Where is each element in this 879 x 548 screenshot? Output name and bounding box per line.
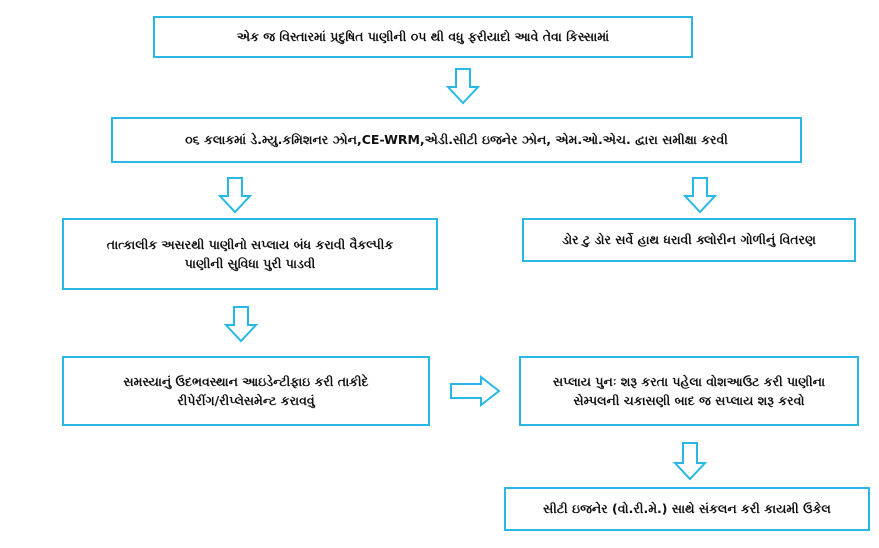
node-stop-supply-line2: પાણીની સુવિધા પુરી પાડવી bbox=[184, 256, 316, 271]
arrow-down-icon bbox=[672, 442, 708, 481]
node-review-text: ૦૬ કલાકમાં ડે.મ્યુ.કમિશનર ઝોન,CE-WRM,એડી… bbox=[185, 132, 728, 148]
arrow-down-icon bbox=[217, 177, 253, 214]
node-identify: સમસ્યાનું ઉદભવસ્થાન આઇડેન્ટીફાઇ કરી તાકી… bbox=[62, 356, 430, 426]
node-permanent: સીટી ઇજનેર (વો.રી.મે.) સાથે સંકલન કરી કા… bbox=[504, 487, 870, 531]
arrow-down-icon bbox=[223, 306, 259, 343]
node-resume: સપ્લાય પુનઃ શરૂ કરતા પહેલા વોશઆઉટ કરી પા… bbox=[519, 356, 859, 426]
node-top-complaints: એક જ વિસ્તારમાં પ્રદુષિત પાણીની ૦૫ થી વધ… bbox=[153, 16, 693, 58]
node-top-text: એક જ વિસ્તારમાં પ્રદુષિત પાણીની ૦૫ થી વધ… bbox=[236, 29, 610, 45]
node-chlorine-text: ડોર ટુ ડોર સર્વે હાથ ધરાવી ક્લોરીન ગોળીન… bbox=[562, 232, 816, 248]
node-review: ૦૬ કલાકમાં ડે.મ્યુ.કમિશનર ઝોન,CE-WRM,એડી… bbox=[111, 117, 802, 163]
arrow-down-icon bbox=[682, 177, 718, 214]
node-stop-supply-line1: તાત્કાલીક અસરથી પાણીનો સપ્લાય બંધ કરાવી … bbox=[106, 236, 394, 252]
node-resume-line1: સપ્લાય પુનઃ શરૂ કરતા પહેલા વોશઆઉટ કરી પા… bbox=[552, 373, 826, 389]
node-stop-supply: તાત્કાલીક અસરથી પાણીનો સપ્લાય બંધ કરાવી … bbox=[62, 218, 438, 290]
arrow-right-icon bbox=[450, 375, 501, 407]
node-identify-line2: રીપેરીંગ/રીપ્લેસમેન્ટ કરાવવું bbox=[177, 393, 315, 408]
node-chlorine: ડોર ટુ ડોર સર્વે હાથ ધરાવી ક્લોરીન ગોળીન… bbox=[522, 218, 856, 262]
node-permanent-text: સીટી ઇજનેર (વો.રી.મે.) સાથે સંકલન કરી કા… bbox=[543, 501, 831, 517]
node-resume-line2: સેમ્પલની ચકાસણી બાદ જ સપ્લાય શરૂ કરવો bbox=[573, 393, 805, 408]
arrow-down-icon bbox=[445, 68, 481, 105]
node-identify-line1: સમસ્યાનું ઉદભવસ્થાન આઇડેન્ટીફાઇ કરી તાકી… bbox=[123, 373, 369, 389]
